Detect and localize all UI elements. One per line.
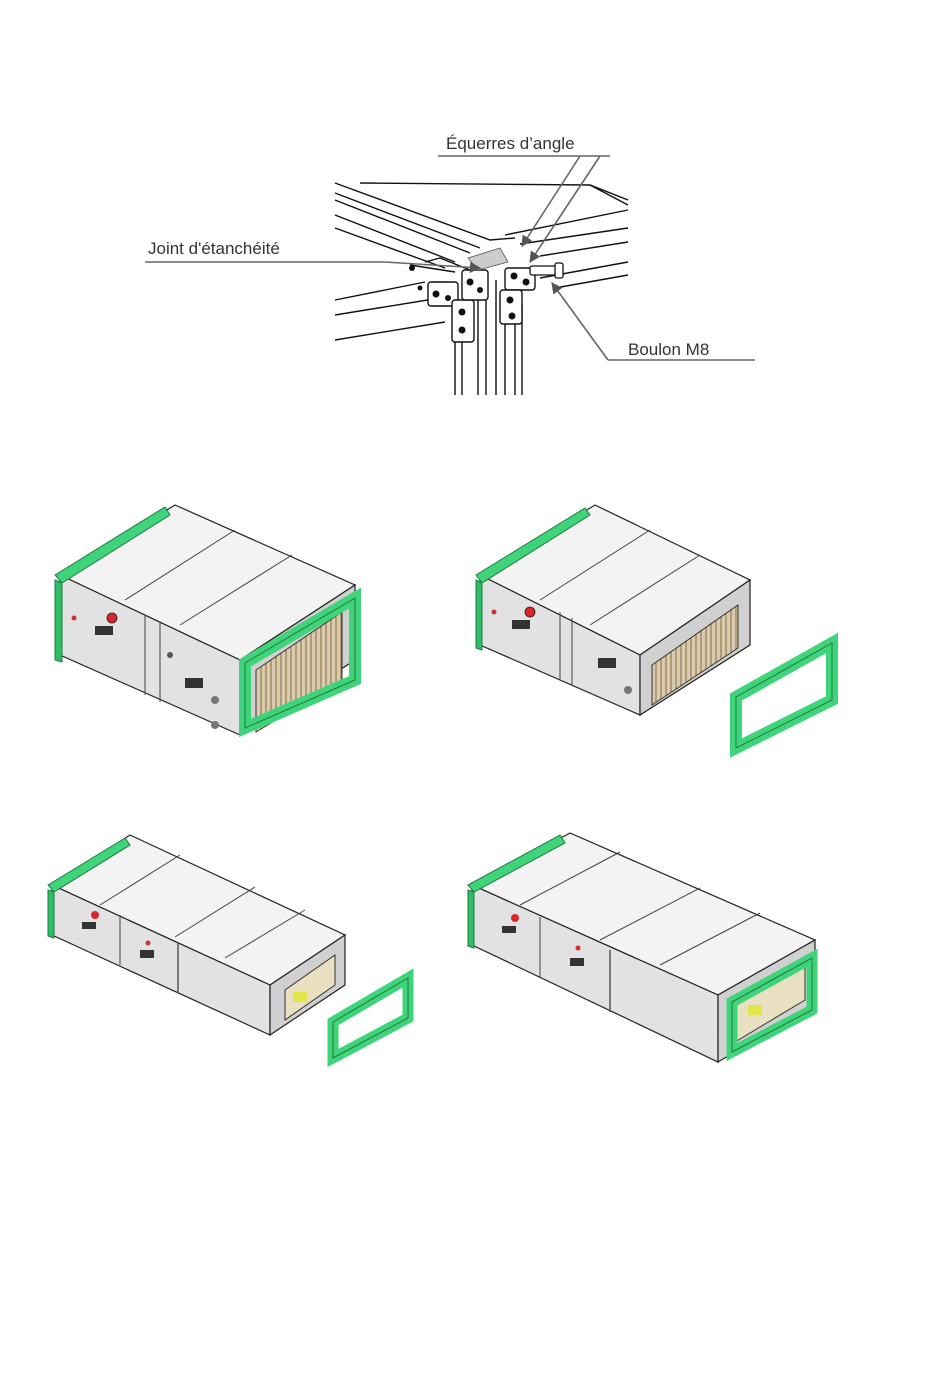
label-bolt: Boulon M8 bbox=[628, 340, 709, 359]
step-2-unit-frame-detached bbox=[476, 505, 832, 748]
step-4-two-section-frame-attached bbox=[468, 833, 815, 1062]
step-3-two-section-frame-detached bbox=[48, 835, 408, 1058]
label-corner-brackets: Équerres d’angle bbox=[446, 134, 575, 153]
corner-joint-detail: Équerres d’angle Joint d'étanchéité Boul… bbox=[145, 134, 755, 395]
step-1-unit-frames-attached bbox=[55, 505, 355, 735]
label-seal: Joint d'étanchéité bbox=[148, 239, 280, 258]
